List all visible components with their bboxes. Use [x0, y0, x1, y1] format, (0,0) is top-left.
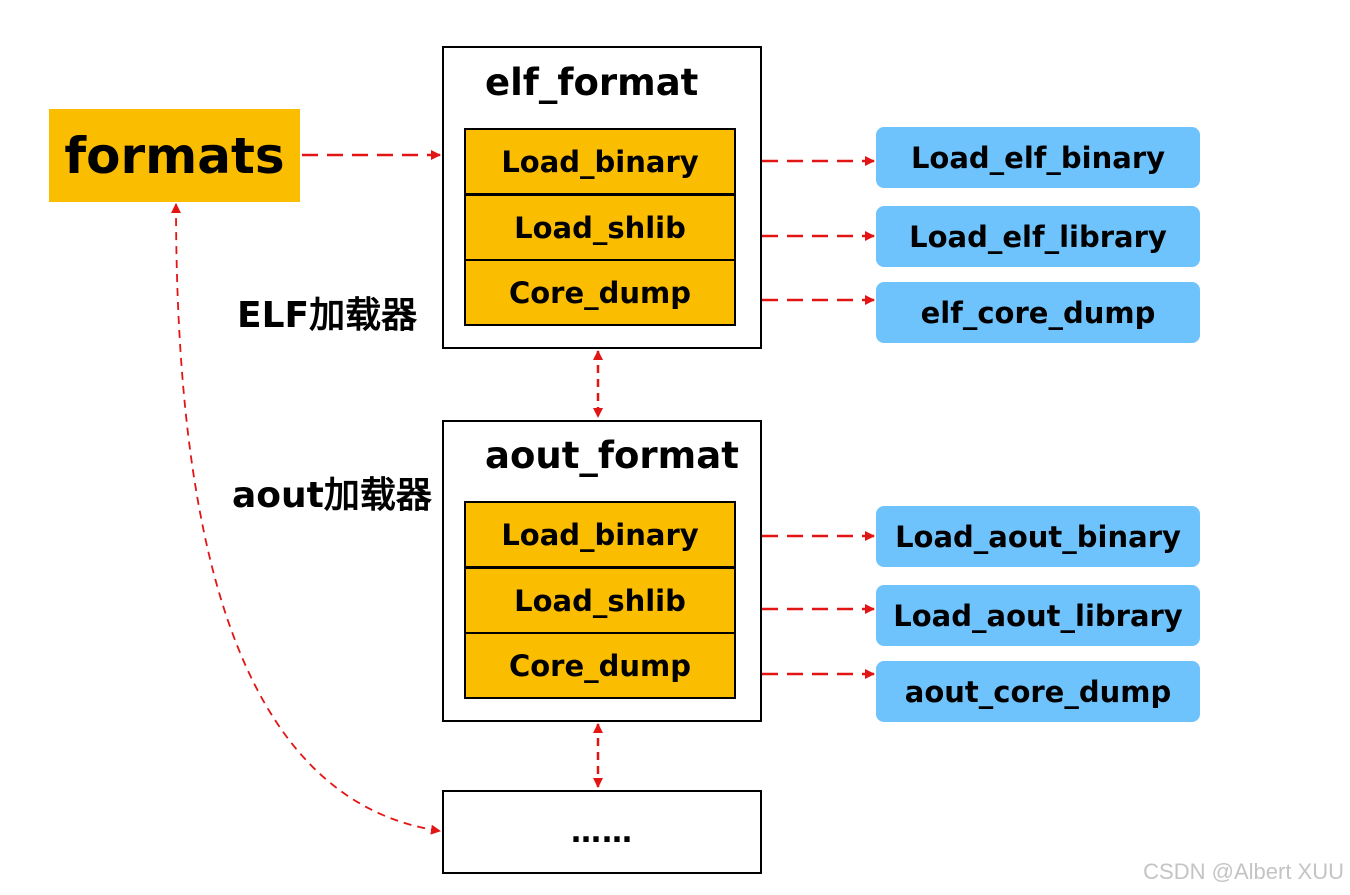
elf-slot-load-shlib: Load_shlib	[464, 194, 736, 261]
aout-slot-core-dump: Core_dump	[464, 632, 736, 699]
aout-slot-core-dump-label: Core_dump	[508, 648, 692, 683]
impl-load-elf-library-label: Load_elf_library	[909, 219, 1167, 254]
aout-slot-load-binary-label: Load_binary	[501, 517, 699, 552]
impl-elf-core-dump-label: elf_core_dump	[920, 295, 1156, 330]
impl-elf-core-dump: elf_core_dump	[876, 282, 1200, 343]
watermark: CSDN @Albert XUU	[1143, 859, 1344, 884]
aout-slot-load-binary: Load_binary	[464, 501, 736, 568]
elf-slot-load-binary: Load_binary	[464, 128, 736, 195]
more-formats-label: ……	[571, 814, 633, 850]
impl-load-elf-binary: Load_elf_binary	[876, 127, 1200, 188]
more-formats-struct: ……	[442, 790, 762, 874]
impl-aout-core-dump-label: aout_core_dump	[904, 674, 1172, 709]
aout-loader-label: aout加载器	[232, 475, 432, 516]
impl-load-aout-library-label: Load_aout_library	[893, 598, 1183, 633]
elf-slot-core-dump-label: Core_dump	[508, 275, 692, 310]
impl-load-aout-binary-label: Load_aout_binary	[895, 519, 1181, 554]
impl-load-aout-library: Load_aout_library	[876, 585, 1200, 646]
elf-slot-load-binary-label: Load_binary	[501, 144, 699, 179]
link-formats-more	[171, 203, 441, 835]
aout-slot-load-shlib-label: Load_shlib	[514, 583, 686, 618]
elf-format-title: elf_format	[485, 61, 699, 104]
formats-list-head: formats	[49, 109, 300, 202]
impl-aout-core-dump: aout_core_dump	[876, 661, 1200, 722]
aout-slot-load-shlib: Load_shlib	[464, 567, 736, 634]
impl-load-elf-binary-label: Load_elf_binary	[910, 140, 1166, 175]
aout-format-title: aout_format	[485, 434, 739, 477]
impl-load-aout-binary: Load_aout_binary	[876, 506, 1200, 567]
impl-load-elf-library: Load_elf_library	[876, 206, 1200, 267]
formats-label: formats	[64, 126, 285, 185]
elf-loader-label: ELF加载器	[237, 295, 418, 336]
elf-slot-core-dump: Core_dump	[464, 259, 736, 326]
elf-slot-load-shlib-label: Load_shlib	[514, 210, 686, 245]
